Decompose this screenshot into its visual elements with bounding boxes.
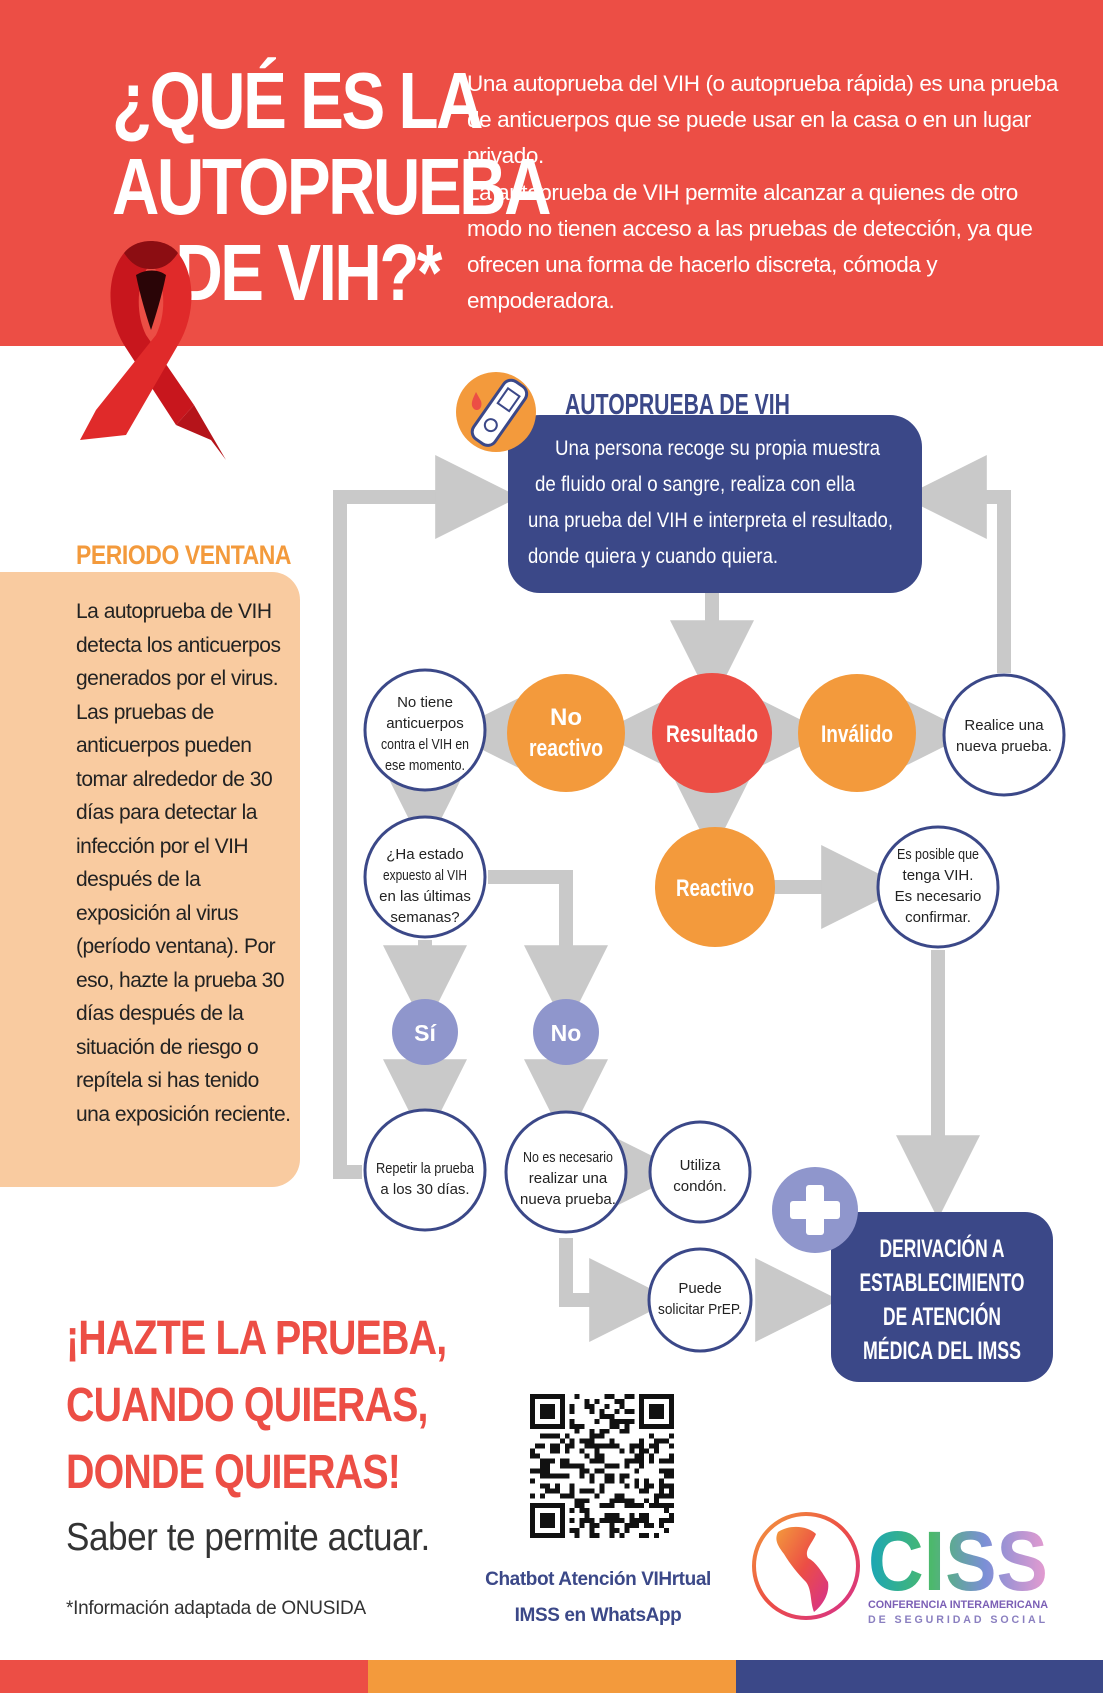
expuesto-line: ¿Ha estado xyxy=(386,846,464,863)
ribbon-icon xyxy=(80,241,226,460)
realice-line: nueva prueba. xyxy=(956,738,1052,755)
posible-line: Es necesario xyxy=(895,888,982,905)
reactivo-label: Reactivo xyxy=(676,875,754,902)
test-kit-icon xyxy=(456,372,536,452)
prep-line: solicitar PrEP. xyxy=(658,1301,742,1318)
no-reactivo-node xyxy=(507,674,625,792)
derivacion-box xyxy=(831,1212,1053,1382)
no-reactivo-label: No xyxy=(550,704,582,731)
footer-bar-red xyxy=(0,1660,368,1693)
arrow-nonecesario-to-prep xyxy=(559,1238,674,1342)
expuesto-line: semanas? xyxy=(390,909,459,926)
derivacion-line: MÉDICA DEL IMSS xyxy=(863,1336,1021,1365)
sin-anticuerpos-line: No tiene xyxy=(397,694,453,711)
posible-node xyxy=(876,825,1000,949)
resultado-node xyxy=(652,673,772,793)
americas-globe-icon xyxy=(752,1512,860,1620)
repetir-node xyxy=(363,1108,487,1232)
repetir-line: Repetir la prueba xyxy=(376,1160,475,1177)
call-to-action: ¡HAZTE LA PRUEBA, CUANDO QUIERAS, DONDE … xyxy=(66,1305,447,1506)
main-process-box xyxy=(508,415,922,593)
main-line: donde quiera y cuando quiera. xyxy=(528,545,778,568)
derivacion-line: ESTABLECIMIENTO xyxy=(860,1269,1025,1297)
cta-line: DONDE QUIERAS! xyxy=(66,1446,401,1499)
intro-paragraph-2: La autoprueba de VIH permite alcanzar a … xyxy=(467,180,1033,313)
no-necesario-line: realizar una xyxy=(529,1170,608,1187)
main-title: AUTOPRUEBA DE VIH xyxy=(565,389,790,421)
title-line: DE VIH?* xyxy=(175,228,442,317)
no-node xyxy=(533,999,599,1065)
periodo-ventana-box xyxy=(0,572,300,1187)
posible-line: tenga VIH. xyxy=(903,867,974,884)
condon-line: Utiliza xyxy=(680,1157,721,1174)
invalido-label: Inválido xyxy=(821,721,893,748)
repetir-line: a los 30 días. xyxy=(380,1181,469,1198)
expuesto-node xyxy=(363,815,487,939)
reactivo-node xyxy=(655,827,775,947)
condon-line: condón. xyxy=(673,1178,726,1195)
periodo-ventana-text: La autoprueba de VIH detecta los anticue… xyxy=(76,600,291,1126)
main-line: Una persona recoge su propia muestra xyxy=(555,437,880,460)
expuesto-line: en las últimas xyxy=(379,888,471,905)
qr-code[interactable] xyxy=(530,1394,674,1538)
ciss-logo: CISS CONFERENCIA INTERAMERICANA DE SEGUR… xyxy=(752,1512,1048,1626)
footer-bar-orange xyxy=(368,1660,736,1693)
arrow-expuesto-to-no xyxy=(488,870,608,1030)
realice-node xyxy=(942,673,1066,797)
condon-node xyxy=(648,1120,752,1224)
sin-anticuerpos-line: ese momento. xyxy=(385,757,465,774)
main-line: una prueba del VIH e interpreta el resul… xyxy=(528,509,893,532)
no-necesario-node xyxy=(504,1110,628,1234)
slogan: Saber te permite actuar. xyxy=(66,1516,430,1559)
resultado-label: Resultado xyxy=(666,721,758,748)
si-label: Sí xyxy=(414,1020,437,1046)
plus-icon xyxy=(772,1167,858,1253)
si-node xyxy=(392,999,458,1065)
chatbot-caption: Chatbot Atención VIHrtual IMSS en WhatsA… xyxy=(478,1562,718,1634)
arrow-repetir-to-main xyxy=(333,455,520,1179)
chatbot-line: Chatbot Atención VIHrtual xyxy=(485,1569,711,1590)
arrow-realice-to-main xyxy=(902,455,1011,673)
periodo-ventana-title: PERIODO VENTANA xyxy=(76,540,292,570)
realice-line: Realice una xyxy=(964,717,1044,734)
cta-line: CUANDO QUIERAS, xyxy=(66,1379,428,1432)
no-reactivo-label: reactivo xyxy=(529,735,603,762)
title-line: ¿QUÉ ES LA xyxy=(112,56,483,145)
chatbot-line: IMSS en WhatsApp xyxy=(514,1605,682,1626)
no-necesario-line: No es necesario xyxy=(523,1149,613,1166)
derivacion-line: DERIVACIÓN A xyxy=(880,1233,1005,1263)
source-note: *Información adaptada de ONUSIDA xyxy=(66,1598,366,1619)
no-label: No xyxy=(551,1020,582,1046)
prep-line: Puede xyxy=(678,1280,721,1297)
cta-line: ¡HAZTE LA PRUEBA, xyxy=(66,1312,447,1365)
posible-line: confirmar. xyxy=(905,909,971,926)
prep-node xyxy=(647,1247,753,1353)
main-line: de fluido oral o sangre, realiza con ell… xyxy=(535,473,855,496)
sin-anticuerpos-line: anticuerpos xyxy=(386,715,464,732)
derivacion-line: DE ATENCIÓN xyxy=(883,1301,1001,1331)
ciss-name: CISS xyxy=(868,1514,1048,1608)
sin-anticuerpos-node xyxy=(363,668,487,792)
ciss-line1: CONFERENCIA INTERAMERICANA xyxy=(868,1599,1048,1611)
posible-line: Es posible que xyxy=(897,846,979,863)
intro-paragraph-1: Una autoprueba del VIH (o autoprueba ráp… xyxy=(467,71,1058,168)
ciss-line2: DE SEGURIDAD SOCIAL xyxy=(868,1614,1048,1626)
footer-bar-navy xyxy=(736,1660,1103,1693)
expuesto-line: expuesto al VIH xyxy=(383,867,467,884)
no-necesario-line: nueva prueba. xyxy=(520,1191,616,1208)
sin-anticuerpos-line: contra el VIH en xyxy=(381,736,469,753)
invalido-node xyxy=(798,674,916,792)
